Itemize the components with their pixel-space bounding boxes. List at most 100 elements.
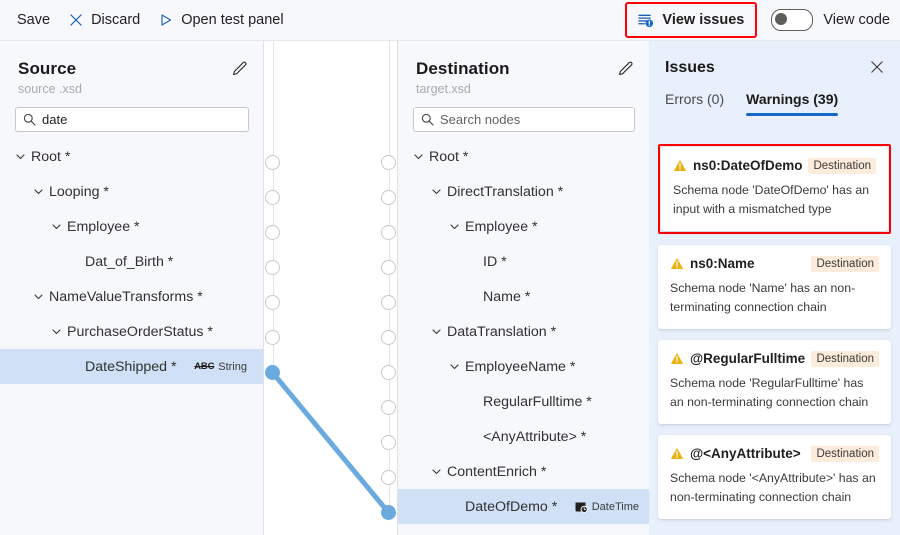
search-icon [421,113,434,126]
issue-scope-badge: Destination [811,446,879,462]
tree-node-label: DirectTranslation * [447,183,564,200]
tree-node-label: Root * [429,148,469,165]
issue-card-header: ns0:DateOfDemo Destination [673,158,876,174]
destination-connection-handle[interactable] [381,505,396,520]
handle-rail [388,41,390,517]
save-label: Save [17,12,51,28]
destination-connection-handle[interactable] [381,470,396,485]
chevron-down-icon[interactable] [448,220,461,233]
issue-node-name: ns0:Name [690,256,755,271]
source-search-box[interactable] [15,107,249,132]
tree-node-label: Root * [31,148,71,165]
tree-row[interactable]: DataTranslation * [398,314,649,349]
destination-search-box[interactable] [413,107,635,132]
list-alert-icon [638,12,654,28]
chevron-down-icon[interactable] [430,325,443,338]
issue-card-header: @<AnyAttribute> Destination [670,446,879,462]
destination-connection-handle[interactable] [381,435,396,450]
connection-line [270,370,391,515]
issues-panel-header: Issues [649,41,900,77]
tree-row-selected[interactable]: DateOfDemo *DateTime [398,489,649,524]
chevron-down-icon[interactable] [430,465,443,478]
issue-scope-badge: Destination [811,256,879,272]
source-connection-handle[interactable] [265,155,280,170]
tree-row[interactable]: Dat_of_Birth * [0,244,263,279]
close-icon[interactable] [867,57,887,77]
destination-connection-handle[interactable] [381,400,396,415]
source-connection-handle[interactable] [265,365,280,380]
destination-connection-handle[interactable] [381,365,396,380]
destination-edit-pencil-icon[interactable] [617,60,635,78]
view-issues-button[interactable]: View issues [630,7,752,33]
destination-connection-handle[interactable] [381,330,396,345]
destination-tree: Root * DirectTranslation * Employee *ID *N… [398,139,649,524]
open-test-panel-button[interactable]: Open test panel [149,5,292,35]
chevron-down-icon[interactable] [50,325,63,338]
tree-row[interactable]: Looping * [0,174,263,209]
issue-node-name-group: ns0:DateOfDemo [673,158,803,173]
tree-row[interactable]: <AnyAttribute> * [398,419,649,454]
source-connection-handle[interactable] [265,260,280,275]
issues-tab[interactable]: Warnings (39) [746,91,839,116]
source-search-input[interactable] [42,112,241,127]
tree-row[interactable]: Name * [398,279,649,314]
tree-row[interactable]: RegularFulltime * [398,384,649,419]
tree-node-label: ContentEnrich * [447,463,547,480]
view-code-toggle[interactable] [771,9,814,31]
tree-row[interactable]: ID * [398,244,649,279]
issues-tabs: Errors (0) Warnings (39) [649,91,900,116]
search-icon [23,113,36,126]
tree-node-label: NameValueTransforms * [49,288,203,305]
tree-node-label: <AnyAttribute> * [483,428,587,445]
tree-row[interactable]: NameValueTransforms * [0,279,263,314]
node-type-label: DateTime [591,500,639,513]
destination-connection-handle[interactable] [381,155,396,170]
source-connection-handle[interactable] [265,330,280,345]
source-connection-handle[interactable] [265,190,280,205]
source-connection-handle[interactable] [265,295,280,310]
source-edit-pencil-icon[interactable] [231,60,249,78]
source-connection-handle[interactable] [265,225,280,240]
chevron-down-icon[interactable] [430,185,443,198]
destination-connection-handle[interactable] [381,225,396,240]
destination-connection-handle[interactable] [381,260,396,275]
discard-button[interactable]: Discard [59,5,149,35]
tree-row[interactable]: Employee * [398,209,649,244]
chevron-down-icon[interactable] [14,150,27,163]
destination-title: Destination [416,59,510,78]
source-panel: Source source .xsd Root *Looping *Employ… [0,41,264,535]
view-code-label: View code [823,12,890,28]
mapping-canvas[interactable] [264,41,397,535]
tree-row[interactable]: Root * [0,139,263,174]
tree-row[interactable]: ContentEnrich * [398,454,649,489]
tree-row[interactable]: DirectTranslation * [398,174,649,209]
issues-tab[interactable]: Errors (0) [665,91,725,107]
chevron-down-icon[interactable] [32,290,45,303]
destination-connection-handle[interactable] [381,295,396,310]
tree-node-label: Employee * [67,218,140,235]
chevron-down-icon[interactable] [412,150,425,163]
tree-row[interactable]: PurchaseOrderStatus * [0,314,263,349]
close-x-icon [68,12,84,28]
chevron-down-icon[interactable] [32,185,45,198]
issue-node-name-group: ns0:Name [670,256,755,271]
destination-connection-handle[interactable] [381,190,396,205]
issue-scope-badge: Destination [808,158,876,174]
tree-row[interactable]: Employee * [0,209,263,244]
tree-row[interactable]: Root * [398,139,649,174]
issue-node-name: @<AnyAttribute> [690,446,801,461]
chevron-down-icon[interactable] [448,360,461,373]
issue-description: Schema node 'DateOfDemo' has an input wi… [673,183,870,216]
chevron-down-icon[interactable] [50,220,63,233]
destination-search-input[interactable] [440,112,627,127]
save-button[interactable]: Save [8,5,59,35]
tree-node-label: DataTranslation * [447,323,557,340]
tree-row[interactable]: EmployeeName * [398,349,649,384]
